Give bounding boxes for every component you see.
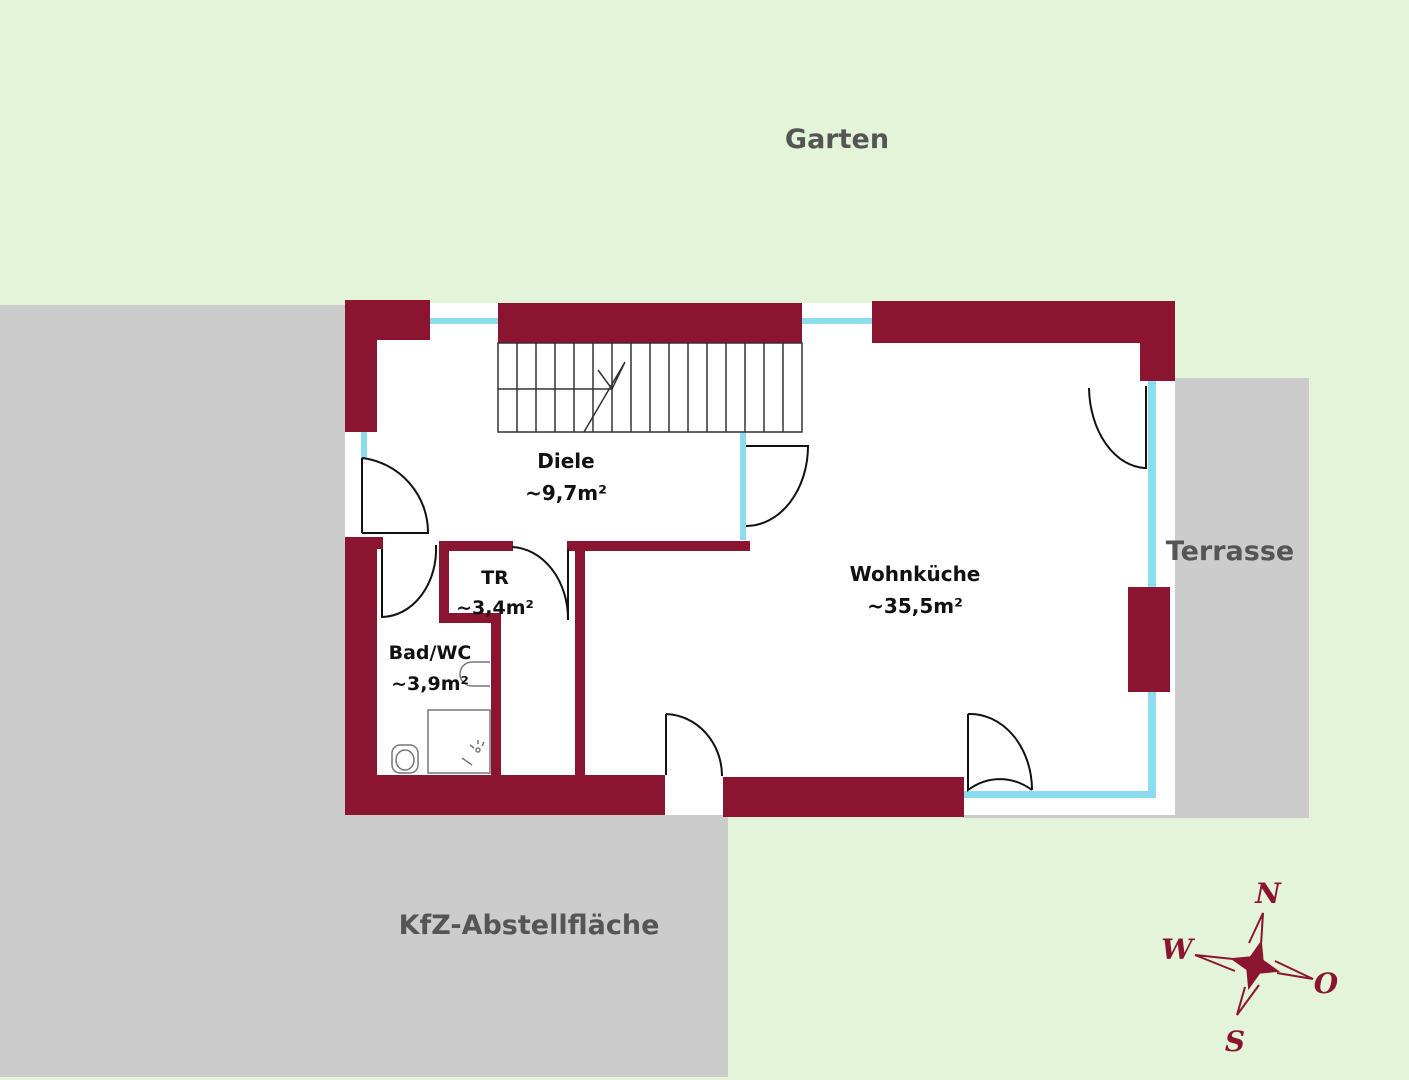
window-east-upper <box>1148 380 1156 588</box>
window-hall-partition <box>740 430 746 540</box>
wall-east-top <box>1140 301 1175 381</box>
door-terrace-upper <box>1088 386 1147 470</box>
compass-rose: N O S W <box>1161 877 1339 1058</box>
shower-drain-icon <box>475 747 481 753</box>
room-area-bathroom: ~3,9m² <box>391 673 469 695</box>
walls <box>345 300 1175 817</box>
room-area-hall: ~9,7m² <box>525 481 607 505</box>
shower-diagonal <box>461 757 473 766</box>
sink-icon <box>459 661 490 687</box>
room-name-living-kitchen: Wohnküche <box>850 562 981 586</box>
window-west-hall <box>361 430 367 458</box>
door-terrace-lower <box>967 712 1033 792</box>
stair-treads <box>516 343 784 432</box>
door-entrance <box>361 457 430 534</box>
doors <box>361 386 1147 792</box>
door-living-from-hall <box>745 445 810 527</box>
compass-north: N <box>1254 877 1282 910</box>
wall-west-bath <box>345 537 377 815</box>
door-storage <box>511 546 570 621</box>
staircase <box>497 342 803 433</box>
room-area-living-kitchen: ~35,5m² <box>867 594 963 618</box>
area-label-terrace: Terrasse <box>1166 536 1294 567</box>
wall-north-east <box>872 301 1175 343</box>
parking-paving-lower <box>0 812 728 1077</box>
compass-needles-icon <box>1194 912 1314 1016</box>
wall-east-pier <box>1128 587 1170 692</box>
compass-west: W <box>1161 933 1195 966</box>
wall-south-mid <box>723 777 964 817</box>
compass-star-icon <box>1229 939 1281 991</box>
room-name-bathroom: Bad/WC <box>389 642 472 664</box>
wall-storage-top <box>439 541 513 551</box>
room-area-storage: ~3,4m² <box>456 597 534 619</box>
door-bathroom <box>381 544 438 619</box>
area-label-parking: KfZ-Abstellfläche <box>399 910 660 941</box>
window-north-right <box>800 318 874 324</box>
compass-south: S <box>1225 1025 1245 1058</box>
bathroom-fixtures <box>391 661 491 774</box>
window-south-east <box>963 791 1156 798</box>
toilet-icon <box>391 744 419 774</box>
window-north-left <box>428 318 500 324</box>
shower-tray-icon <box>427 709 491 774</box>
room-name-storage: TR <box>481 567 509 589</box>
terrace-paving <box>1155 378 1309 818</box>
windows <box>361 318 1156 798</box>
area-label-garden: Garten <box>785 124 889 155</box>
wall-hall-south <box>567 541 750 551</box>
wall-north-mid <box>498 303 802 343</box>
wall-storage-east <box>575 541 585 777</box>
compass-east: O <box>1314 967 1339 1000</box>
door-south-front <box>665 713 723 777</box>
stair-direction-arrow <box>583 361 626 433</box>
room-name-hall: Diele <box>537 449 594 473</box>
wall-storage-west <box>439 541 449 621</box>
wall-south-west <box>345 775 665 815</box>
wall-west-top <box>345 300 377 432</box>
window-east-lower <box>1148 690 1156 798</box>
wall-bath-east <box>491 613 501 777</box>
wall-bath-top-stub <box>370 537 383 549</box>
wall-storage-bottom <box>439 613 501 623</box>
